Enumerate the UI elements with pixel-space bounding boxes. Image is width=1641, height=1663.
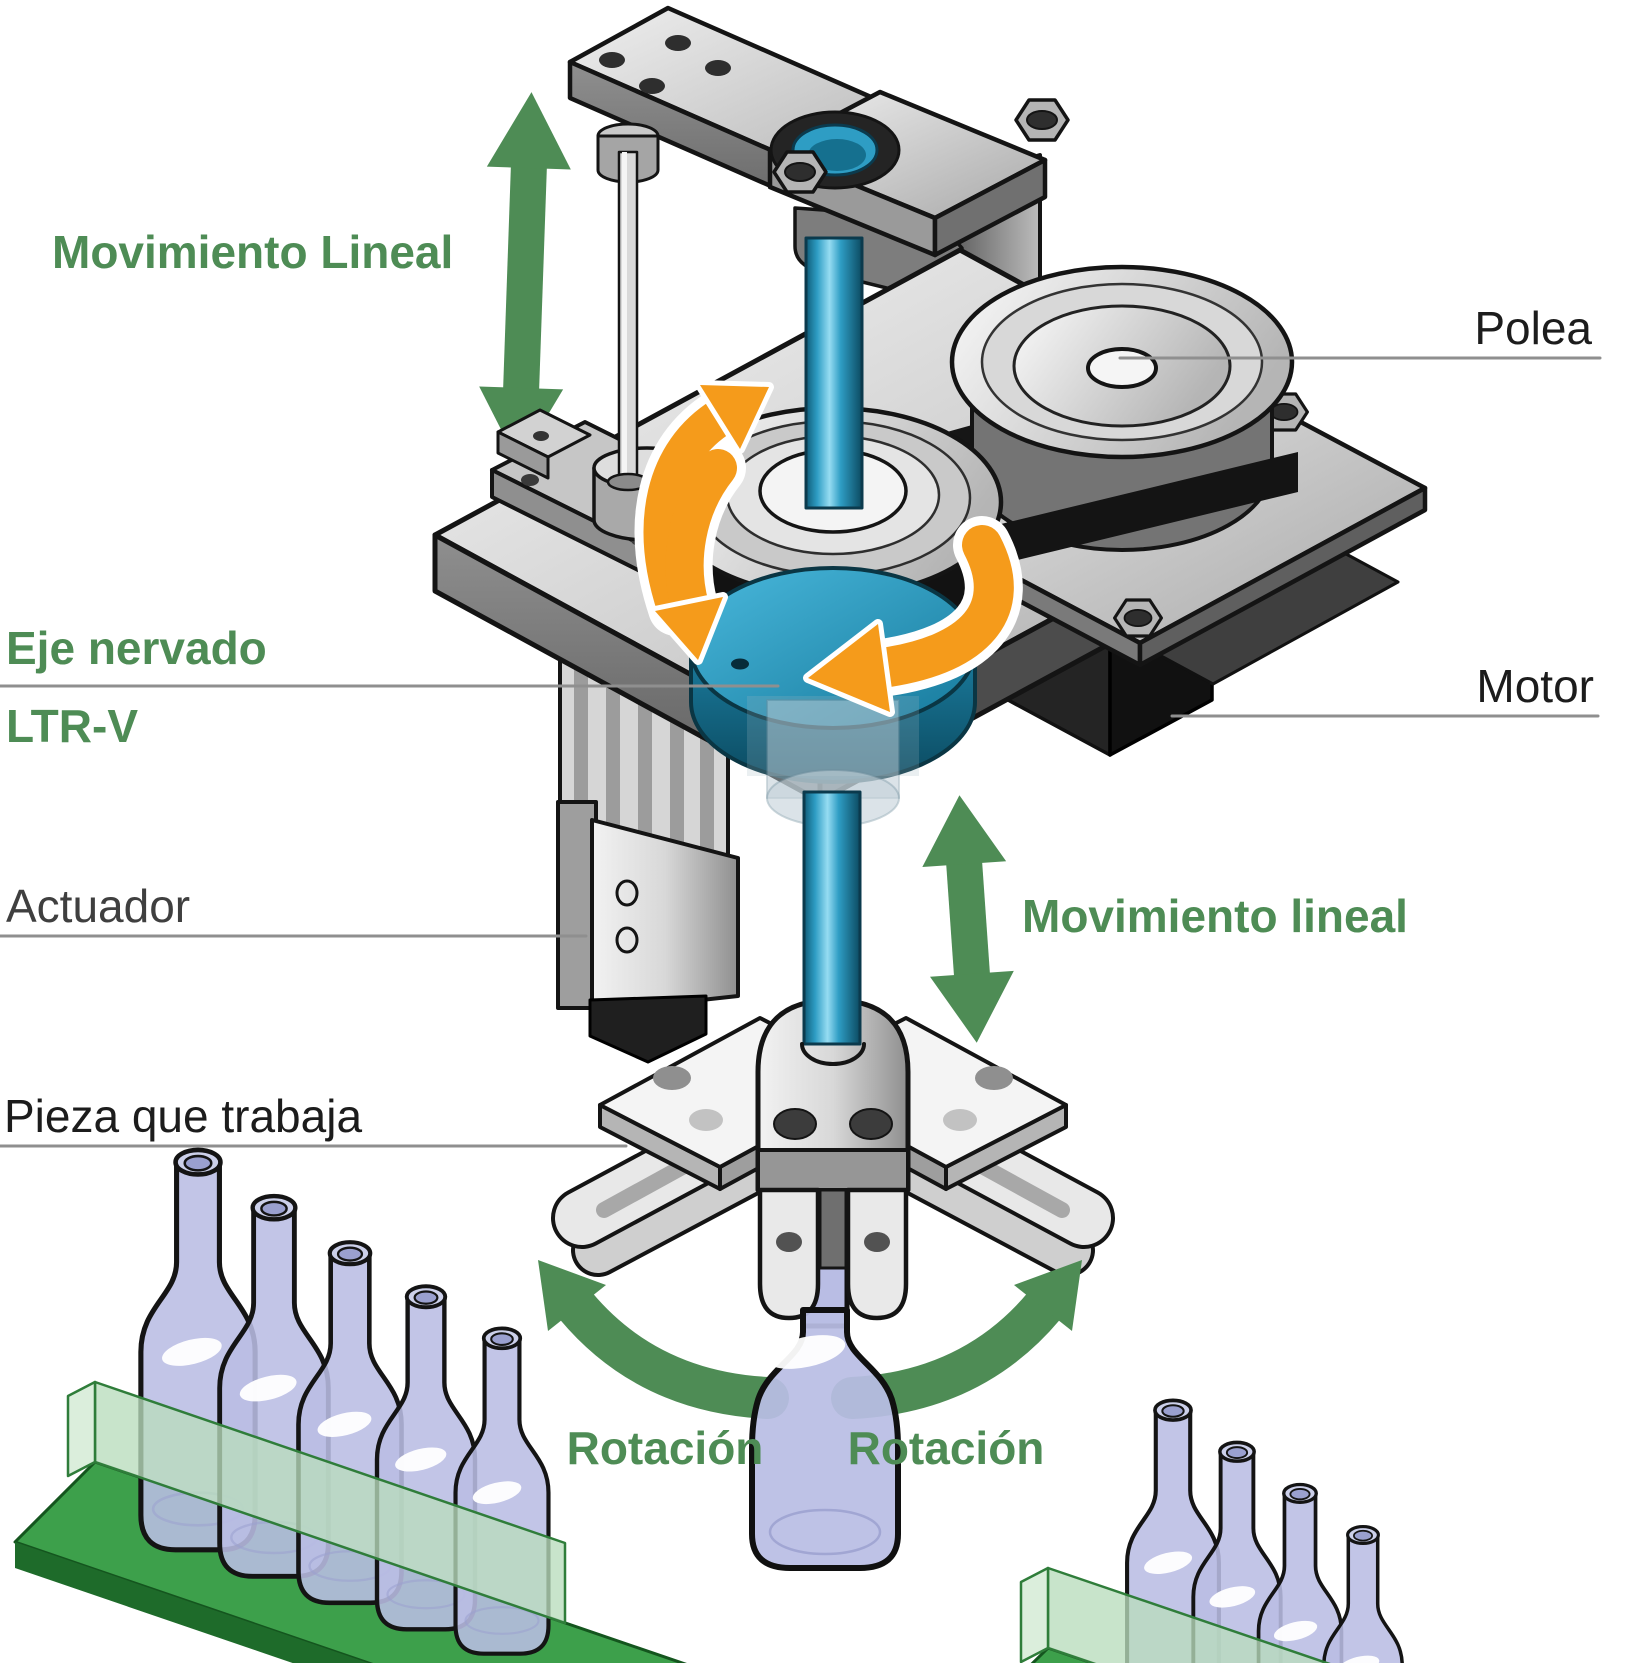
conveyor-rail-endcap [1019,1566,1050,1663]
body-hole [849,1108,893,1140]
body-hole [773,1108,817,1140]
actuator-flange [556,800,598,1010]
rotation-arrows-orange [634,380,1023,717]
splined-shaft-upper [804,236,864,510]
conveyor-rail-endcap [66,1380,97,1478]
hex-nut [1014,98,1070,142]
bracket-hole [615,926,639,954]
gripper-jaw-right [845,1187,909,1321]
linear-motion-arrow-top [479,92,571,464]
bearing-housing-side [932,157,1048,258]
splined-shaft-lower [802,790,862,1046]
pulley-center-hole [1086,347,1158,389]
label-motor: Motor [1476,660,1594,712]
label-working-piece: Pieza que trabaja [4,1090,362,1142]
label-linear-motion-top: Movimiento Lineal [52,226,453,278]
bolt-hole [599,52,625,68]
actuator-bracket [590,818,740,1014]
label-splined-shaft-2: LTR-V [6,700,138,752]
label-rotation-right: Rotación [848,1422,1045,1474]
label-actuator: Actuador [6,880,190,932]
label-linear-motion-right: Movimiento lineal [1022,890,1408,942]
bolt-hole [521,474,539,486]
gripper-bottle [749,1307,901,1571]
label-pulley: Polea [1474,302,1592,354]
rotation-arc-left [538,1260,789,1419]
body-lower-band [756,1148,910,1192]
bolt-hole [705,60,731,76]
bottle [1322,1524,1404,1663]
guide-rod [596,122,660,492]
gripper-jaw-left [757,1187,821,1321]
left-conveyor [13,1150,687,1663]
jaw-back-slot [818,1188,848,1270]
top-bracket [567,5,1070,335]
gripper-lower [756,1108,910,1329]
orange-arrow-down [665,449,737,625]
leader-lines [0,356,1602,1148]
orange-arrowhead [695,380,774,454]
labels: Movimiento Lineal Polea Eje nervado LTR-… [4,226,1594,1474]
right-conveyor [1019,1400,1404,1663]
orange-arrowhead [650,592,728,665]
hex-nut [1113,598,1163,638]
bolt-hole [665,35,691,51]
hex-nut [772,150,828,194]
conveyor-floor-lip [15,1542,369,1663]
bolt-hole [639,78,665,94]
shaft-bore-shadow [808,139,866,171]
linear-motion-arrow-right [922,795,1014,1043]
bolt-hole [533,431,549,441]
shaft-socket-arc [800,1042,866,1066]
actuator-piston [588,994,708,1064]
bracket-hole [615,879,639,907]
label-splined-shaft-1: Eje nervado [6,622,267,674]
label-rotation-left: Rotación [567,1422,764,1474]
orange-arrow-left [862,525,1014,688]
orange-arrowhead [803,619,895,717]
